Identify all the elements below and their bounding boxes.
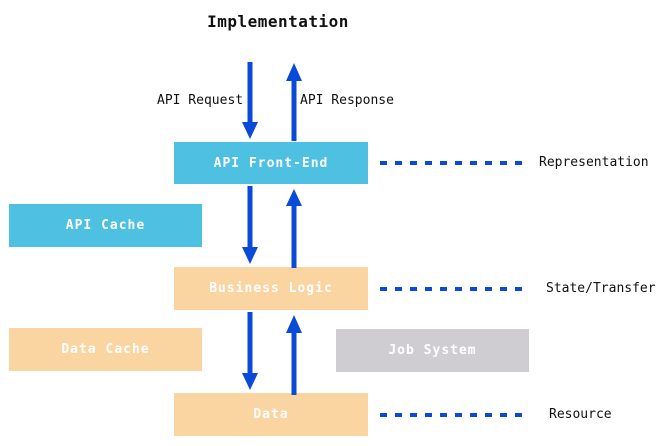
up-arrow-logic-to-frontend (286, 189, 302, 268)
request-arrow-top (242, 62, 258, 139)
node-api-cache: API Cache (9, 204, 202, 247)
node-business-logic: Business Logic (174, 267, 368, 310)
resource-label: Resource (549, 407, 612, 422)
node-data-cache: Data Cache (9, 328, 202, 371)
state-transfer-label: State/Transfer (546, 281, 656, 296)
node-data-cache-label: Data Cache (61, 342, 150, 357)
down-arrow-frontend-to-logic (242, 186, 258, 264)
up-arrow-data-to-logic (286, 315, 302, 395)
node-job-system: Job System (336, 329, 529, 372)
node-business-logic-label: Business Logic (209, 281, 333, 296)
node-data-label: Data (253, 407, 289, 422)
node-api-front-end-label: API Front-End (213, 155, 329, 171)
node-data: Data (174, 393, 368, 436)
node-api-cache-label: API Cache (65, 218, 146, 233)
api-response-label: API Response (300, 93, 394, 108)
api-request-label: API Request (157, 93, 244, 108)
representation-label: Representation (539, 155, 649, 170)
node-job-system-label: Job System (388, 343, 477, 358)
node-api-front-end: API Front-End (174, 142, 368, 184)
down-arrow-logic-to-data (242, 312, 258, 390)
diagram-title: Implementation (207, 12, 349, 31)
